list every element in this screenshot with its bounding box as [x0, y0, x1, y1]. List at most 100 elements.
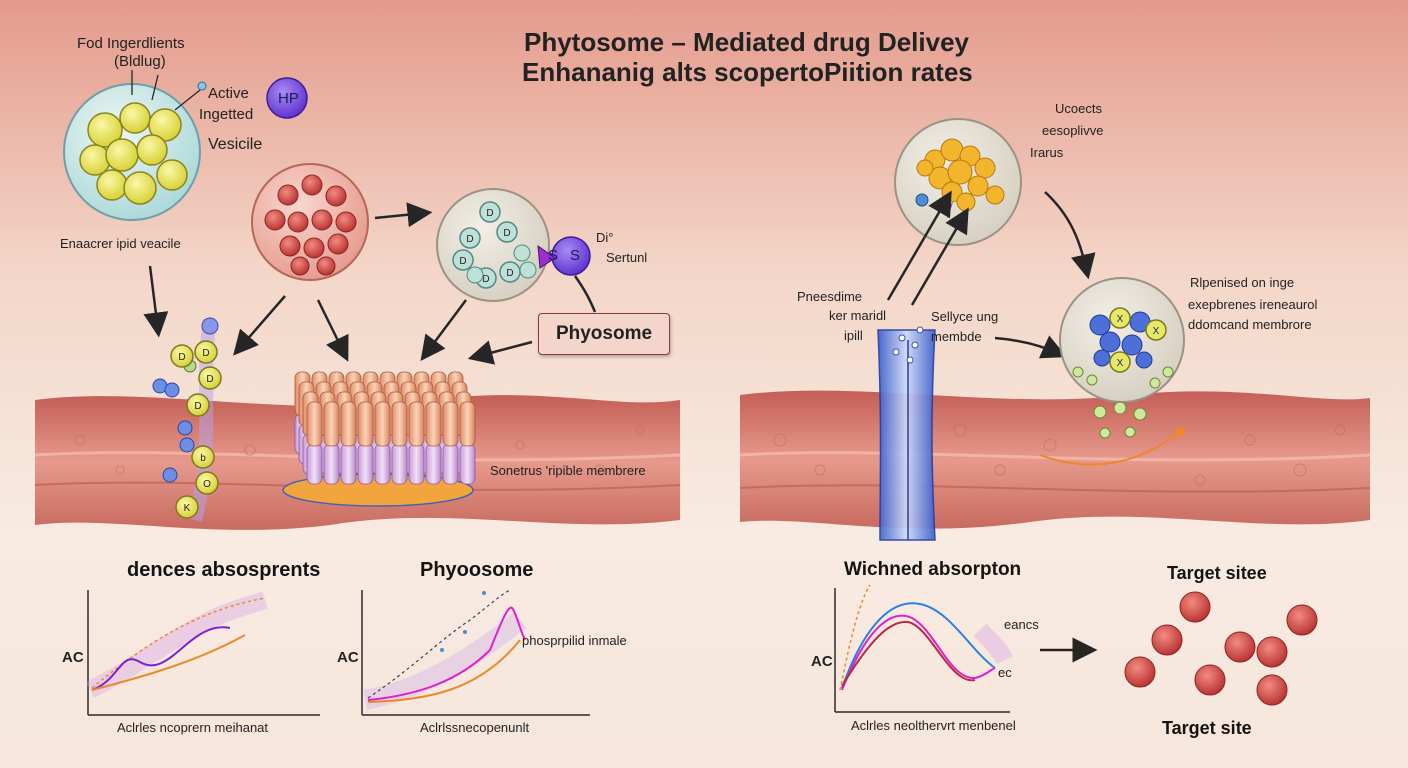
lipid-tail — [340, 443, 357, 485]
svg-text:D: D — [466, 234, 473, 245]
lipid-tail — [408, 443, 425, 485]
vesicle-bead-0: D — [479, 201, 501, 223]
pne-label-3: ipill — [844, 328, 863, 343]
svg-text:D: D — [194, 401, 201, 412]
svg-text:b: b — [200, 453, 206, 464]
lipid-head — [374, 401, 391, 447]
lipid-head — [425, 401, 442, 447]
lipid-tail — [306, 443, 323, 485]
title-line-2: Enhananig alts scopertoPiition rates — [522, 57, 973, 87]
vesicle-bead-1: D — [459, 227, 481, 249]
flow-arrows-left — [143, 202, 597, 365]
lipid-head — [323, 401, 340, 447]
svg-text:D: D — [482, 274, 489, 285]
title-line-1: Phytosome – Mediated drug Delivey — [524, 27, 970, 57]
svg-text:O: O — [203, 479, 211, 490]
right-graph-legend-2: ec — [998, 665, 1012, 680]
svg-text:K: K — [184, 503, 191, 514]
letter-bead-0: D — [170, 344, 194, 368]
svg-text:D: D — [503, 228, 510, 239]
x-bead-0: X — [1109, 307, 1131, 329]
rip-label-3: ddomcand membrore — [1188, 317, 1312, 332]
ingested-label: Ingetted — [199, 106, 254, 123]
lipid-tail — [374, 443, 391, 485]
selly-label-1: Sellyce ung — [931, 309, 999, 324]
lipid-tail — [357, 443, 374, 485]
vesicle-bead-3: D — [452, 249, 474, 271]
lipid-head — [357, 401, 374, 447]
svg-text:D: D — [506, 268, 513, 279]
s-marker-text: S — [548, 247, 559, 264]
letter-bead-1: D — [194, 340, 218, 364]
graph-left — [85, 590, 320, 716]
target-heading-top: Target sitee — [1167, 563, 1267, 583]
svg-text:D: D — [178, 352, 185, 363]
rip-label-1: Rlpenised on inge — [1190, 275, 1295, 290]
food-ingredients-label: Fod Ingerdlients — [77, 35, 185, 52]
uptake-vesicle — [894, 118, 1022, 246]
membrane-left-label: Sonetrus 'ripible membrere — [490, 463, 646, 478]
svg-text:X: X — [1117, 358, 1124, 369]
letter-bead-6: K — [175, 495, 199, 519]
lipid-vesicle-label: Enaacrer ipid veacile — [60, 236, 181, 251]
target-x-beads: X X X — [1109, 307, 1167, 373]
vesicle-bead-2: D — [496, 221, 518, 243]
lipid-head — [408, 401, 425, 447]
mid-graph-annotation: phosprpilid inmale — [522, 633, 627, 648]
selly-label-2: membde — [931, 329, 982, 344]
left-graph-xlabel: Aclrles ncoprern meihanat — [117, 720, 269, 735]
left-graph-ylabel: AC — [62, 649, 84, 666]
letter-bead-3: D — [186, 393, 210, 417]
x-bead-2: X — [1109, 351, 1131, 373]
graph-right — [834, 584, 1014, 713]
mid-graph-ylabel: AC — [337, 649, 359, 666]
uc-label-1: Ucoects — [1055, 101, 1102, 116]
left-graph-heading: dences absosprents — [127, 559, 321, 581]
right-graph-heading: Wichned absorpton — [844, 559, 1022, 580]
right-graph-xlabel: Aclrles neolthervrt menbenel — [851, 718, 1016, 733]
food-vesicle — [63, 83, 201, 221]
lipid-tail — [442, 443, 459, 485]
letter-bead-2: D — [198, 366, 222, 390]
food-sub-label: (Bldlug) — [114, 53, 166, 70]
lipid-head — [340, 401, 357, 447]
pne-label-1: Pneesdime — [797, 289, 863, 304]
right-graph-ylabel: AC — [811, 653, 833, 670]
uc-label-3: Irarus — [1030, 145, 1064, 160]
red-cell-vesicle — [251, 163, 369, 281]
vesicle-bead-plain-1 — [519, 261, 537, 279]
vesicle-bead-plain-2 — [466, 266, 484, 284]
svg-text:X: X — [1117, 314, 1124, 325]
lipid-tail — [425, 443, 442, 485]
transport-channel — [877, 326, 936, 541]
s-badge-text: S — [570, 247, 581, 264]
pne-label-2: ker maridl — [829, 308, 887, 323]
phytosome-membrane-block — [282, 371, 476, 507]
leader-lines — [131, 70, 201, 111]
s-molecule — [537, 236, 591, 276]
lipid-tail — [391, 443, 408, 485]
target-cells — [1124, 591, 1318, 706]
rip-label-2: exepbrenes ireneaurol — [1188, 297, 1318, 312]
serum-label: Sertunl — [606, 250, 648, 265]
phyosome-box: Phyosome — [538, 313, 670, 355]
x-bead-1: X — [1145, 319, 1167, 341]
mid-graph-heading: Phyoosome — [420, 559, 534, 581]
svg-text:D: D — [486, 208, 493, 219]
svg-text:D: D — [459, 256, 466, 267]
lipid-head — [459, 401, 476, 447]
letter-bead-4: b — [191, 445, 215, 469]
svg-text:D: D — [206, 374, 213, 385]
hp-molecule — [197, 77, 308, 119]
orange-flow — [1039, 427, 1185, 466]
vesicle-bead-5: D — [499, 261, 521, 283]
lipid-tail — [459, 443, 476, 485]
lipid-tail — [323, 443, 340, 485]
flow-arrows-right — [886, 190, 1098, 663]
vesicle-label: Vesicile — [208, 136, 263, 153]
hp-badge-text: HP — [278, 90, 299, 107]
target-vesicle — [1059, 277, 1185, 439]
